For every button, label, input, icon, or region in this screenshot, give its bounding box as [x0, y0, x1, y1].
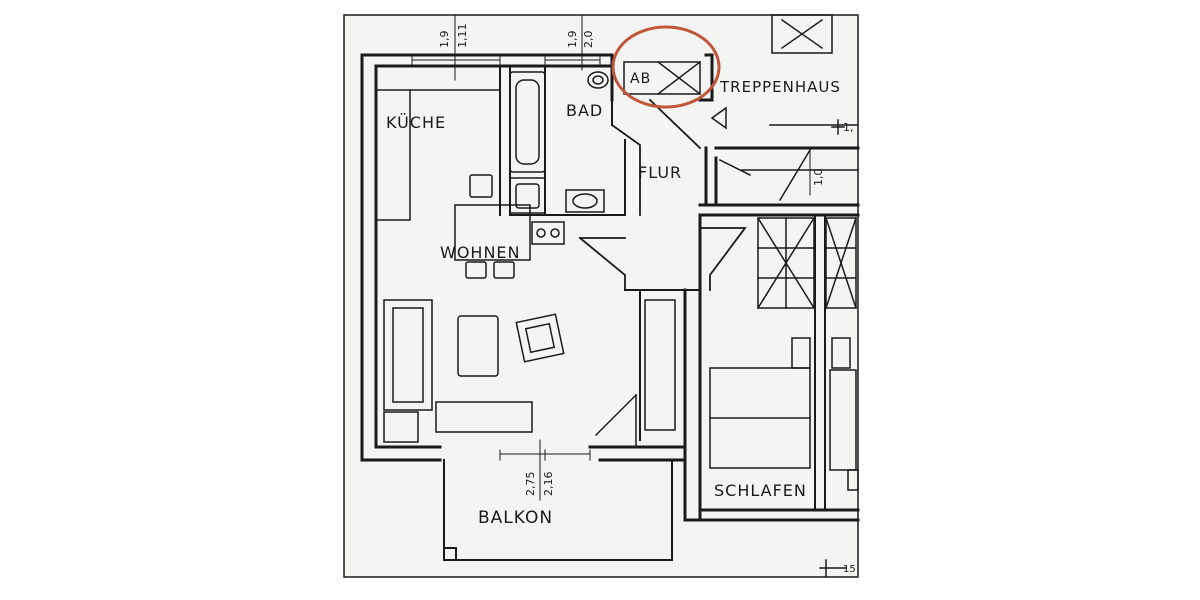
label-balcony: BALKON	[478, 508, 553, 528]
label-hall: FLUR	[638, 163, 682, 182]
dim-top-mid-1: 1,9	[566, 31, 579, 49]
highlight-circle	[611, 25, 721, 109]
bathtub	[509, 71, 546, 214]
living-furniture	[383, 299, 676, 443]
dim-balcony-1: 2,75	[524, 472, 537, 497]
label-living: WOHNEN	[440, 243, 521, 262]
dim-right-top: 1,	[843, 121, 854, 134]
label-bath: BAD	[566, 101, 603, 120]
outer-walls	[360, 53, 860, 522]
dimension-lines	[454, 14, 811, 501]
dim-stair: 1,0	[812, 169, 825, 187]
balcony-outline	[443, 459, 673, 561]
bath-fixtures	[565, 71, 609, 213]
paper-sheet	[343, 14, 859, 578]
dim-top-left-2: 1,11	[456, 24, 469, 49]
door-swing	[594, 393, 638, 448]
label-stairwell: TREPPENHAUS	[719, 78, 841, 96]
dim-top-left-1: 1,9	[438, 31, 451, 49]
dim-balcony-2: 2,16	[542, 472, 555, 497]
dim-top-mid-2: 2,0	[582, 31, 595, 49]
dim-bottom-right: 15	[843, 564, 856, 575]
window-marks	[411, 54, 601, 461]
storage-box	[623, 60, 702, 96]
label-storage: AB	[630, 71, 651, 87]
bedroom-furniture	[709, 216, 859, 491]
label-kitchen: KÜCHE	[386, 113, 446, 132]
stairwell-lines	[710, 14, 859, 577]
dining-set	[454, 174, 531, 279]
kitchen-counters	[375, 89, 565, 245]
label-bedroom: SCHLAFEN	[714, 481, 807, 500]
